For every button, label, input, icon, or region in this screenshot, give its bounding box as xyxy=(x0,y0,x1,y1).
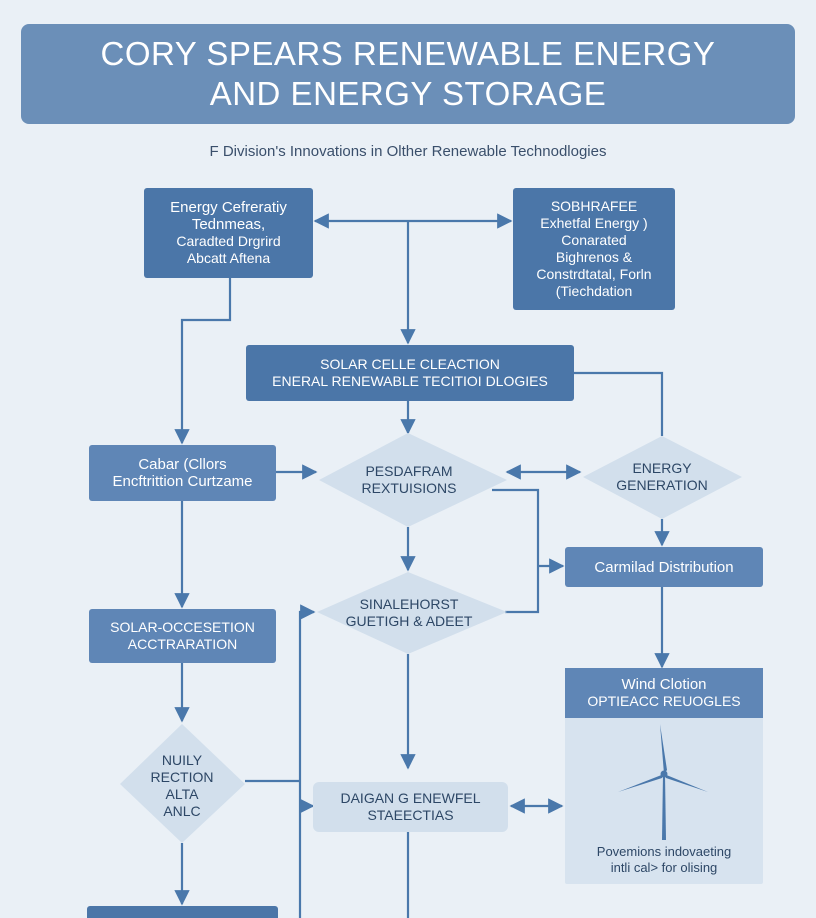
wind-turbine-icon xyxy=(618,724,708,840)
node-text: NUILY xyxy=(161,752,203,768)
label-energy-generation: ENERGY GENERATION xyxy=(592,452,732,502)
diamond-pesdafram xyxy=(319,433,507,527)
title-banner: CORY SPEARS RENEWABLE ENERGY AND ENERGY … xyxy=(21,24,795,124)
title-line-2: AND ENERGY STORAGE xyxy=(209,75,607,112)
node-text: ENERGY xyxy=(632,460,692,476)
node-text: ACCTRARATION xyxy=(127,636,238,652)
connector-left-drop xyxy=(174,278,232,445)
node-text: Conarated xyxy=(561,232,627,248)
node-text: Carmilad Distribution xyxy=(594,558,734,576)
wind-panel: Wind Clotion OPTIEACC REUOGLES Povemions… xyxy=(565,668,763,884)
node-text: SOLAR CELLE CLEACTION xyxy=(320,356,500,372)
node-text: SOLAR-OCCESETION xyxy=(110,619,255,635)
node-sophrafee: SOBHRAFEE Exhetfal Energy ) Conarated Bi… xyxy=(513,188,675,310)
node-text: GENERATION xyxy=(616,477,708,493)
connector-vertical-up xyxy=(298,604,316,918)
node-text: STAEECTIAS xyxy=(367,807,454,823)
node-text: (Tiechdation xyxy=(555,283,633,299)
diamond-energy-generation xyxy=(583,436,742,519)
node-text: RECTION xyxy=(150,769,214,785)
label-nuily: NUILY RECTION ALTA ANLC xyxy=(132,748,232,824)
node-energy-technologies: Energy Cefreratiy Tednmeas, Caradted Drg… xyxy=(144,188,313,278)
caption-line: Povemions indovaeting xyxy=(596,844,732,859)
node-text: PESDAFRAM xyxy=(365,463,453,479)
diamond-nuily xyxy=(120,724,245,843)
node-text: Abcatt Aftena xyxy=(186,250,271,266)
node-text: Bighrenos & xyxy=(555,249,633,265)
node-text: Cabar (Cllors xyxy=(138,456,227,473)
node-text: Caradted Drgrird xyxy=(176,233,281,249)
caption-line: intli cal> for olising xyxy=(610,860,718,875)
diamond-sinalehorst xyxy=(317,572,507,654)
connector-solar-gen xyxy=(574,371,664,436)
node-text: DAIGAN G ENEWFEL xyxy=(340,790,481,806)
node-cabar-cllors: Cabar (Cllors Encftrittion Curtzame xyxy=(89,445,276,501)
subtitle: F Division's Innovations in Olther Renew… xyxy=(209,143,607,160)
node-text: SOBHRAFEE xyxy=(550,198,638,214)
node-text: OPTIEACC REUOGLES xyxy=(587,693,741,709)
node-text: ANLC xyxy=(163,803,201,819)
node-text: GUETIGH & ADEET xyxy=(345,613,473,629)
node-text: REXTUISIONS xyxy=(361,480,457,496)
node-text: Constrdtatal, Forln xyxy=(536,266,652,282)
node-text: SINALEHORST xyxy=(359,596,459,612)
node-text: Tednmeas, xyxy=(191,216,266,233)
node-solar-occ: SOLAR-OCCESETION ACCTRARATION xyxy=(89,609,276,663)
wind-panel-header: Wind Clotion OPTIEACC REUOGLES xyxy=(565,668,763,718)
node-daigan: DAIGAN G ENEWFEL STAEECTIAS xyxy=(313,782,508,832)
node-carmilad-distribution: Carmilad Distribution xyxy=(565,547,763,587)
node-solar-cell-collection: SOLAR CELLE CLEACTION ENERAL RENEWABLE T… xyxy=(246,345,574,401)
wind-panel-caption: Povemions indovaeting intli cal> for oli… xyxy=(565,844,763,876)
bottom-box xyxy=(87,906,278,918)
node-text: ALTA xyxy=(165,786,199,802)
connector-pesd-loop xyxy=(492,488,540,614)
node-text: ENERAL RENEWABLE TECITIOI DLOGIES xyxy=(272,373,548,389)
title-line-1: CORY SPEARS RENEWABLE ENERGY xyxy=(100,35,716,72)
label-sinalehorst: SINALEHORST GUETIGH & ADEET xyxy=(332,588,486,638)
node-text: Encftrittion Curtzame xyxy=(112,473,253,490)
label-pesdafram: PESDAFRAM REXTUISIONS xyxy=(332,455,486,505)
node-text: Wind Clotion xyxy=(621,676,707,693)
node-text: Exhetfal Energy ) xyxy=(540,215,648,231)
node-text: Energy Cefreratiy xyxy=(170,199,287,216)
